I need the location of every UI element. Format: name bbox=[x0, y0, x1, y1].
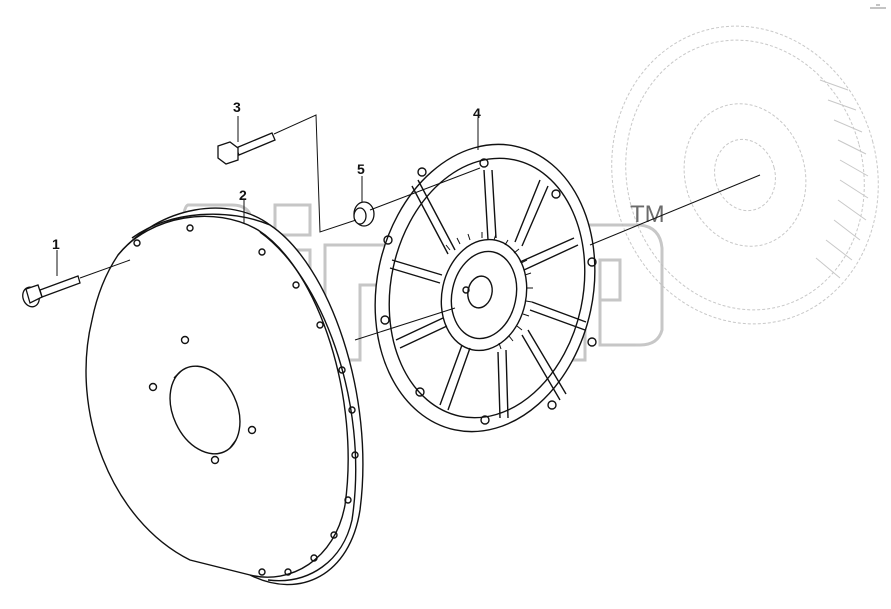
callout-3: 3 bbox=[233, 99, 241, 115]
part-4-flexplate bbox=[374, 143, 597, 433]
corner-mark bbox=[870, 4, 886, 9]
callout-2: 2 bbox=[239, 187, 247, 203]
callout-5: 5 bbox=[357, 161, 365, 177]
assembly-lines bbox=[79, 114, 761, 341]
part-1-bolt bbox=[22, 275, 81, 308]
leader-lines bbox=[56, 116, 479, 276]
callout-1: 1 bbox=[52, 236, 60, 252]
part-4-gear-teeth bbox=[445, 232, 533, 350]
trademark-symbol: TM bbox=[630, 201, 665, 228]
callout-4: 4 bbox=[473, 105, 481, 121]
part-2-flywheel-disc bbox=[85, 207, 364, 586]
part-3-hex-bolt bbox=[217, 132, 276, 165]
ghost-ring-gear bbox=[815, 79, 869, 279]
part-5-bushing bbox=[353, 201, 375, 227]
ghost-flywheel bbox=[611, 25, 879, 325]
